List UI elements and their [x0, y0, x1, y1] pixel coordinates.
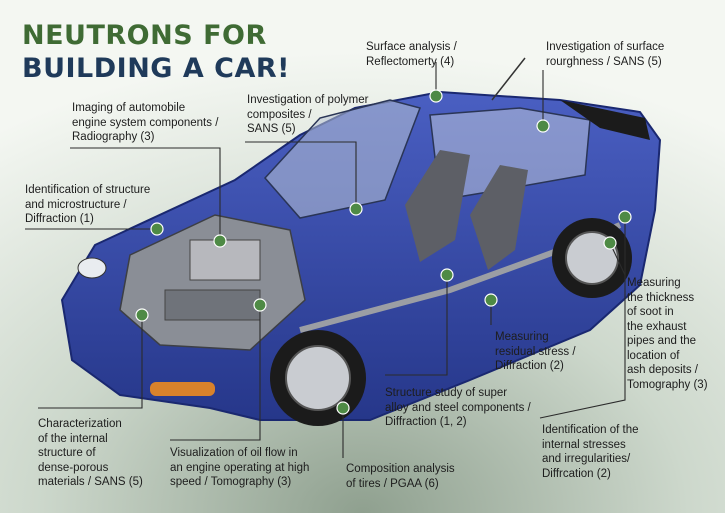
marker-dot — [429, 89, 443, 103]
marker-dot — [135, 308, 149, 322]
marker-dot — [618, 210, 632, 224]
label-surface-roughness: Investigation of surface rourghness / SA… — [546, 41, 665, 68]
engine-detail — [164, 289, 261, 321]
leader-dense-porous — [38, 315, 143, 409]
marker-dot — [536, 119, 550, 133]
rear-spoiler — [560, 100, 650, 140]
title-line-2: BUILDING A CAR! — [22, 53, 290, 84]
marker-dot — [336, 401, 350, 415]
label-tires: Composition analysis of tires / PGAA (6) — [346, 463, 455, 490]
windshield — [263, 99, 421, 219]
label-residual-stress: Measuring residual stress / Diffraction … — [495, 331, 576, 372]
front-wheel-rim — [285, 345, 351, 411]
label-surface-analysis: Surface analysis / Reflectomerty (4) — [366, 41, 457, 68]
leader-internal-stresses — [539, 217, 626, 419]
marker-dot — [440, 268, 454, 282]
antenna — [491, 57, 526, 101]
marker-dot — [349, 202, 363, 216]
label-engine-radiography: Imaging of automobile engine system comp… — [72, 102, 219, 143]
seat — [470, 165, 528, 270]
title-line-1: NEUTRONS FOR — [22, 20, 267, 51]
marker-dot — [603, 236, 617, 250]
label-dense-porous: Characterization of the internal structu… — [38, 418, 143, 488]
fog-light — [150, 382, 215, 396]
label-internal-stresses: Identification of the internal stresses … — [542, 424, 639, 480]
label-exhaust-soot: Measuring the thickness of soot in the e… — [627, 277, 708, 391]
label-structure-microstructure: Identification of structure and microstr… — [25, 184, 151, 225]
seat — [405, 150, 470, 262]
leader-engine-radiography — [70, 147, 221, 240]
marker-dot — [213, 234, 227, 248]
headlight — [77, 257, 107, 279]
leader-superalloy-steel — [385, 275, 448, 376]
engine-detail — [189, 239, 261, 281]
label-polymer-composites: Investigation of polymer composites / SA… — [247, 94, 369, 135]
marker-dot — [150, 222, 164, 236]
label-oil-flow: Visualization of oil flow in an engine o… — [170, 447, 310, 488]
leader-polymer-composites — [245, 141, 357, 208]
leader-oil-flow — [170, 305, 261, 441]
marker-dot — [253, 298, 267, 312]
label-superalloy-steel: Structure study of super alloy and steel… — [385, 387, 531, 428]
marker-dot — [484, 293, 498, 307]
